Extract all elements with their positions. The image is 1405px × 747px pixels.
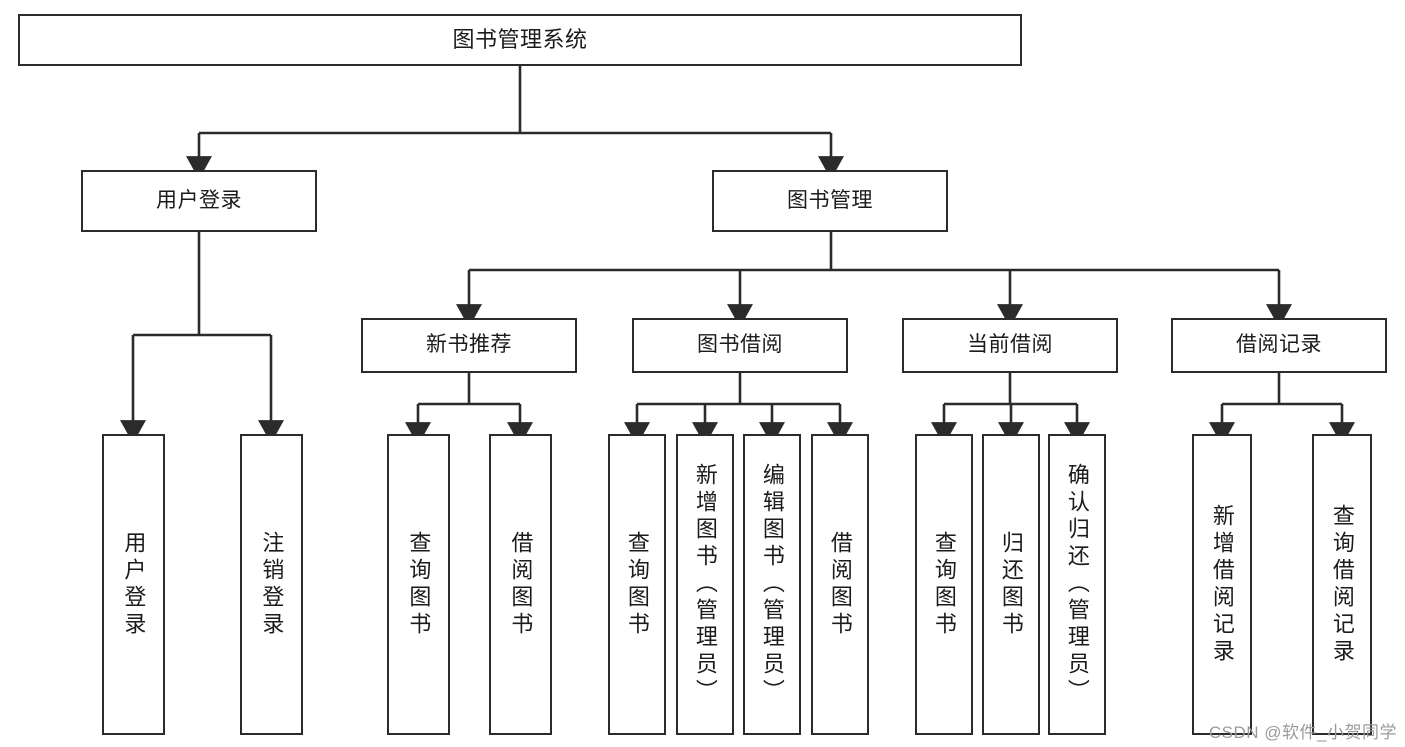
node-label: 新书推荐	[426, 333, 512, 357]
node-root-book-management-system[interactable]: 图书管理系统	[18, 14, 1022, 66]
leaf-borrow-record-add-record[interactable]: 新增借阅记录	[1192, 434, 1252, 735]
leaf-user-login-login[interactable]: 用户登录	[102, 434, 165, 735]
node-label: 确认归还（管理员）	[1064, 463, 1090, 706]
leaf-book-borrow-add-book-admin[interactable]: 新增图书（管理员）	[676, 434, 734, 735]
node-book-borrow[interactable]: 图书借阅	[632, 318, 848, 373]
node-book-management[interactable]: 图书管理	[712, 170, 948, 232]
node-label: 查询图书	[931, 530, 957, 639]
node-current-borrow[interactable]: 当前借阅	[902, 318, 1118, 373]
node-label: 借阅图书	[508, 530, 534, 639]
node-user-login[interactable]: 用户登录	[81, 170, 317, 232]
node-label: 查询借阅记录	[1329, 503, 1355, 666]
node-label: 图书管理	[787, 188, 873, 212]
leaf-current-borrow-return-book[interactable]: 归还图书	[982, 434, 1040, 735]
node-label: 注销登录	[259, 530, 285, 639]
csdn-watermark: CSDN @软件_小贺同学	[1208, 723, 1397, 742]
node-label: 查询图书	[406, 530, 432, 639]
leaf-book-borrow-borrow-book[interactable]: 借阅图书	[811, 434, 869, 735]
leaf-current-borrow-query-book[interactable]: 查询图书	[915, 434, 973, 735]
leaf-book-borrow-query-book[interactable]: 查询图书	[608, 434, 666, 735]
node-label: 编辑图书（管理员）	[759, 463, 785, 706]
node-label: 图书管理系统	[452, 27, 588, 53]
node-label: 借阅图书	[827, 530, 853, 639]
node-label: 用户登录	[156, 188, 242, 212]
node-label: 用户登录	[121, 530, 147, 639]
node-label: 新增借阅记录	[1209, 503, 1235, 666]
leaf-current-borrow-confirm-return-admin[interactable]: 确认归还（管理员）	[1048, 434, 1106, 735]
node-borrow-record[interactable]: 借阅记录	[1171, 318, 1387, 373]
node-label: 图书借阅	[697, 333, 783, 357]
leaf-new-book-borrow-book[interactable]: 借阅图书	[489, 434, 552, 735]
node-label: 当前借阅	[967, 333, 1053, 357]
leaf-user-login-logout[interactable]: 注销登录	[240, 434, 303, 735]
node-label: 查询图书	[624, 530, 650, 639]
node-label: 新增图书（管理员）	[692, 463, 718, 706]
leaf-book-borrow-edit-book-admin[interactable]: 编辑图书（管理员）	[743, 434, 801, 735]
leaf-borrow-record-query-record[interactable]: 查询借阅记录	[1312, 434, 1372, 735]
node-new-book-recommend[interactable]: 新书推荐	[361, 318, 577, 373]
leaf-new-book-query-book[interactable]: 查询图书	[387, 434, 450, 735]
node-label: 借阅记录	[1236, 333, 1322, 357]
node-label: 归还图书	[998, 530, 1024, 639]
